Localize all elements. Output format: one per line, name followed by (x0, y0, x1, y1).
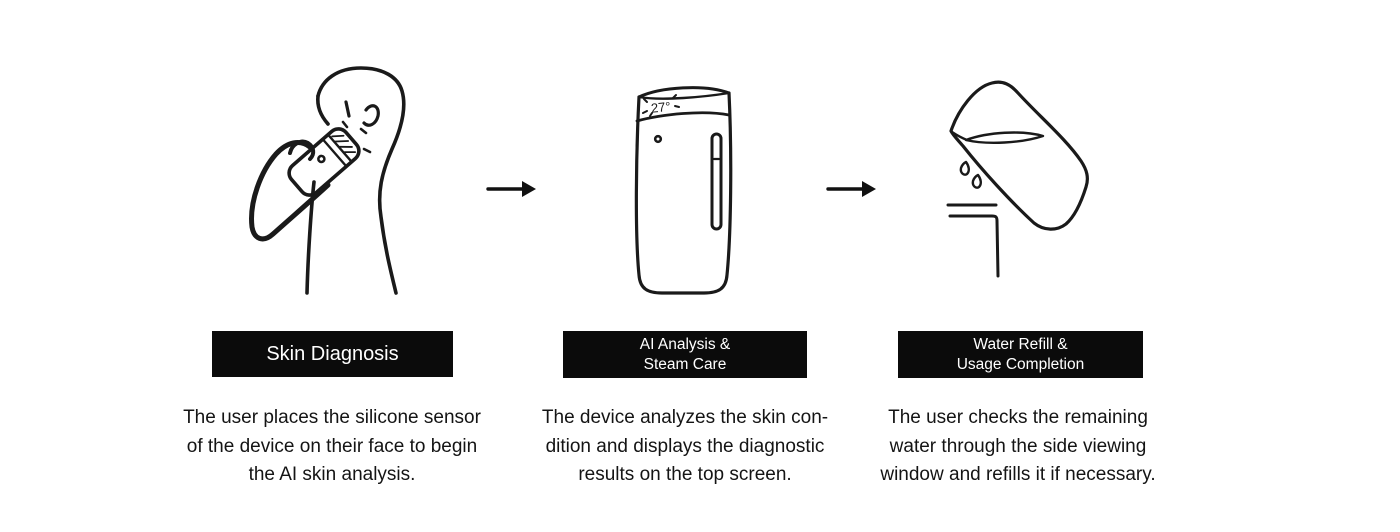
spout-line (950, 130, 969, 142)
arm-and-hand (249, 139, 331, 242)
face-details (341, 100, 380, 154)
description-line: of the device on their face to begin (186, 435, 478, 457)
steam-device-illustration: 27° (634, 86, 733, 295)
pitcher-opening (964, 131, 1045, 144)
closed-eye-mark (344, 100, 351, 118)
step-description-water-refill: The user checks the remaining water thro… (838, 404, 1198, 490)
water-pouring-illustration (946, 80, 1089, 278)
step-description-ai-analysis: The device analyzes the skin con- dition… (505, 404, 865, 490)
person-using-device-illustration (249, 66, 406, 295)
tank-opening-corner (946, 203, 1000, 278)
step-label-water-refill: Water Refill & Usage Completion (898, 331, 1143, 378)
water-drops (959, 160, 982, 189)
step-label-line: Water Refill & (973, 335, 1068, 353)
description-line: the AI skin analysis. (248, 464, 416, 485)
description-line: dition and displays the diagnostic (545, 435, 825, 457)
step-label-ai-analysis-steam-care: AI Analysis & Steam Care (563, 331, 807, 378)
description-line: window and refills it if necessary. (880, 464, 1156, 485)
step-label-skin-diagnosis: Skin Diagnosis (212, 331, 453, 377)
step-label-line: Usage Completion (956, 355, 1085, 373)
top-screen-band-line (635, 111, 731, 123)
side-viewing-window (710, 132, 723, 231)
head-and-body-outline (305, 66, 406, 295)
description-line: The user places the silicone sensor (183, 407, 481, 428)
right-arrow-icon (486, 181, 536, 197)
description-line: The user checks the remaining (888, 407, 1148, 428)
ear-outline (362, 104, 380, 127)
step-label-line: Steam Care (643, 355, 727, 373)
step-label-line: AI Analysis & (639, 335, 731, 353)
step-label-line: Skin Diagnosis (266, 343, 399, 365)
top-screen-display: 27° (642, 94, 680, 117)
step-description-skin-diagnosis: The user places the silicone sensor of t… (152, 404, 512, 490)
device-body-outline (634, 86, 733, 295)
power-button-dot (653, 134, 663, 144)
description-line: results on the top screen. (578, 464, 792, 485)
description-line: The device analyzes the skin con- (541, 407, 829, 428)
description-line: water through the side viewing (889, 435, 1147, 457)
device-button (317, 154, 326, 164)
pitcher-outline (949, 80, 1089, 231)
temperature-readout: 27° (650, 99, 671, 116)
right-arrow-icon (826, 181, 876, 197)
